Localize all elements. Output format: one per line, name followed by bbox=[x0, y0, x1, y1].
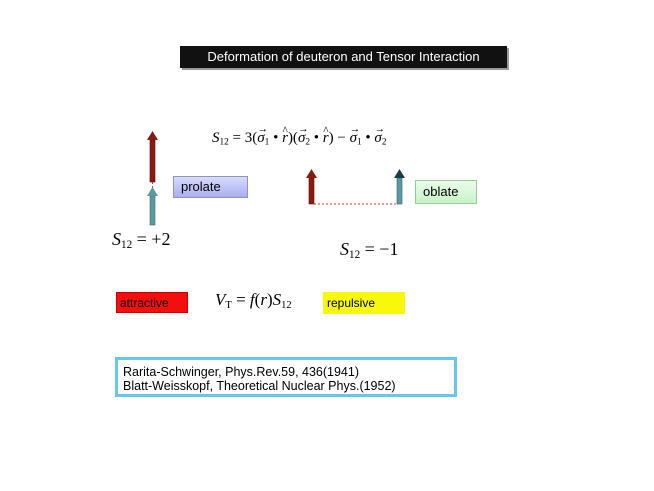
slide-title: Deformation of deuteron and Tensor Inter… bbox=[180, 46, 507, 68]
s12-oblate-number: = −1 bbox=[364, 239, 399, 259]
prolate-upper-spin-arrow-head bbox=[147, 131, 158, 140]
prolate-label: prolate bbox=[173, 176, 248, 198]
tensor-operator-formula: S12 = 3(σ1 • r)(σ2 • r) − σ1 • σ2 bbox=[212, 123, 386, 147]
oblate-spin-pair bbox=[306, 169, 405, 205]
references-box: Rarita-Schwinger, Phys.Rev.59, 436(1941)… bbox=[115, 357, 457, 397]
s12-prolate-number: = +2 bbox=[136, 229, 171, 249]
prolate-upper-spin-arrow-shaft bbox=[149, 139, 156, 183]
s12-prolate-value: S12 = +2 bbox=[112, 229, 171, 252]
oblate-right-spin-arrow-head bbox=[394, 169, 405, 178]
repulsive-label: repulsive bbox=[323, 292, 405, 314]
oblate-left-spin-arrow-head bbox=[306, 169, 317, 178]
tensor-potential-formula: VT = f(r)S12 bbox=[215, 290, 292, 311]
oblate-right-spin-arrow-shaft bbox=[396, 177, 403, 205]
oblate-label: oblate bbox=[415, 180, 477, 204]
prolate-lower-spin-arrow-shaft bbox=[149, 195, 156, 226]
oblate-left-spin-arrow-shaft bbox=[308, 177, 315, 205]
reference-rarita-schwinger: Rarita-Schwinger, Phys.Rev.59, 436(1941) bbox=[123, 365, 359, 379]
s12-oblate-value: S12 = −1 bbox=[340, 239, 399, 262]
prolate-lower-spin-arrow-head bbox=[147, 187, 158, 196]
reference-blatt-weisskopf: Blatt-Weisskopf, Theoretical Nuclear Phy… bbox=[123, 379, 396, 393]
attractive-label: attractive bbox=[116, 292, 188, 313]
prolate-spin-pair bbox=[147, 131, 158, 226]
